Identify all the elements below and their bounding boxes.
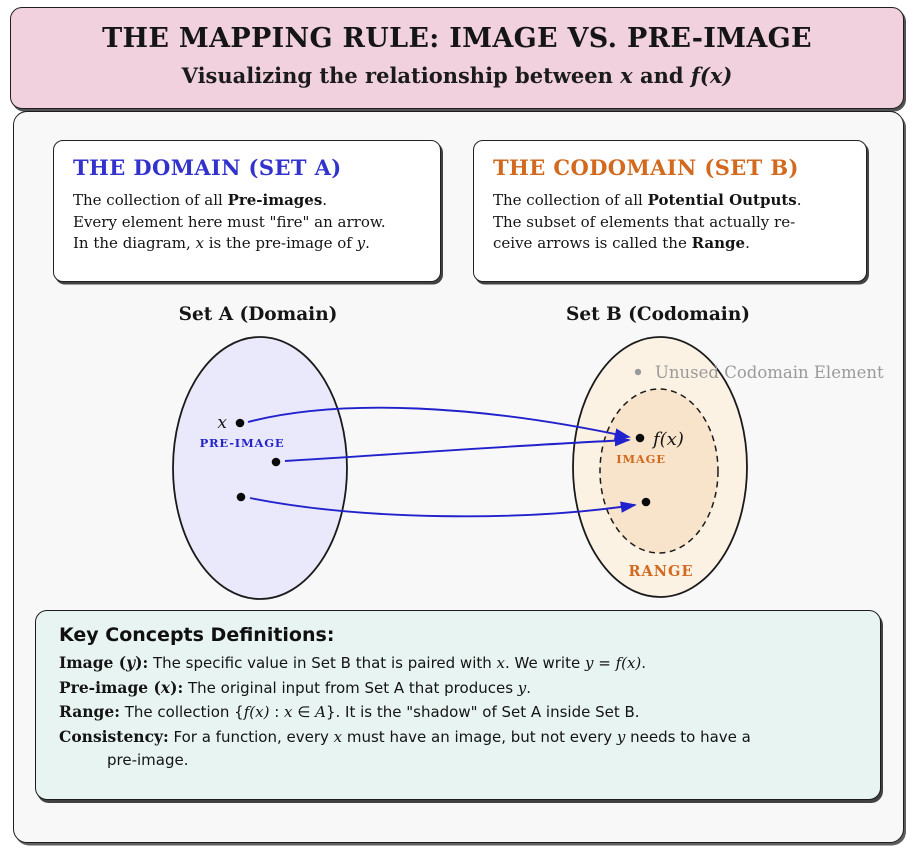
pre-image-label: PRE-IMAGE xyxy=(200,436,285,450)
definition-consistency-cont: pre-image. xyxy=(107,751,189,769)
page-subtitle: Visualizing the relationship between x a… xyxy=(181,63,733,88)
page-title: THE MAPPING RULE: IMAGE VS. PRE-IMAGE xyxy=(102,23,812,54)
set-a-ellipse xyxy=(172,336,348,600)
pre-image-dot-x xyxy=(235,418,245,428)
domain-dot-2 xyxy=(271,457,281,467)
definition-range: Range: The collection {f(x) : x ∈ A}. It… xyxy=(59,702,640,721)
arrow-dot3-to-range-dot xyxy=(249,497,637,518)
x-label: x xyxy=(217,413,227,433)
arrow-x-to-fx xyxy=(247,406,631,440)
codomain-box-line-2: The subset of elements that actually re- xyxy=(493,212,796,231)
domain-box-line-2: Every element here must "fire" an arrow. xyxy=(73,212,386,231)
codomain-box-title: THE CODOMAIN (SET B) xyxy=(493,155,799,180)
definitions-box: Key Concepts Definitions: Image (y): The… xyxy=(35,610,881,800)
domain-info-box: THE DOMAIN (SET A) The collection of all… xyxy=(53,140,441,282)
range-dot-2 xyxy=(641,497,651,507)
definitions-heading: Key Concepts Definitions: xyxy=(59,624,335,646)
domain-dot-3 xyxy=(236,492,246,502)
definition-pre-image: Pre-image (x): The original input from S… xyxy=(59,677,532,697)
codomain-box-line-1: The collection of all Potential Outputs. xyxy=(493,191,802,209)
codomain-info-box: THE CODOMAIN (SET B) The collection of a… xyxy=(473,140,867,282)
header-banner: THE MAPPING RULE: IMAGE VS. PRE-IMAGE Vi… xyxy=(10,7,904,109)
definition-consistency: Consistency: For a function, every x mus… xyxy=(59,726,751,746)
range-label: RANGE xyxy=(629,563,694,580)
domain-box-title: THE DOMAIN (SET A) xyxy=(73,155,342,180)
image-label: IMAGE xyxy=(616,452,666,466)
set-a-title: Set A (Domain) xyxy=(179,304,338,325)
unused-codomain-dot xyxy=(634,368,642,376)
codomain-box-line-3: ceive arrows is called the Range. xyxy=(493,234,750,252)
definition-image: Image (y): The specific value in Set B t… xyxy=(59,653,647,672)
fx-label: f(x) xyxy=(651,429,684,450)
arrow-dot2-to-fx xyxy=(284,434,631,462)
mapping-diagram: Set A (Domain) Set B (Codomain) x PRE-IM… xyxy=(172,304,884,600)
range-ellipse xyxy=(599,388,719,554)
domain-box-line-3: In the diagram, x is the pre-image of y. xyxy=(73,234,370,252)
unused-codomain-label: Unused Codomain Element xyxy=(655,363,884,382)
image-dot-fx xyxy=(635,433,645,443)
set-b-title: Set B (Codomain) xyxy=(566,304,750,325)
domain-box-line-1: The collection of all Pre-images. xyxy=(73,191,328,209)
